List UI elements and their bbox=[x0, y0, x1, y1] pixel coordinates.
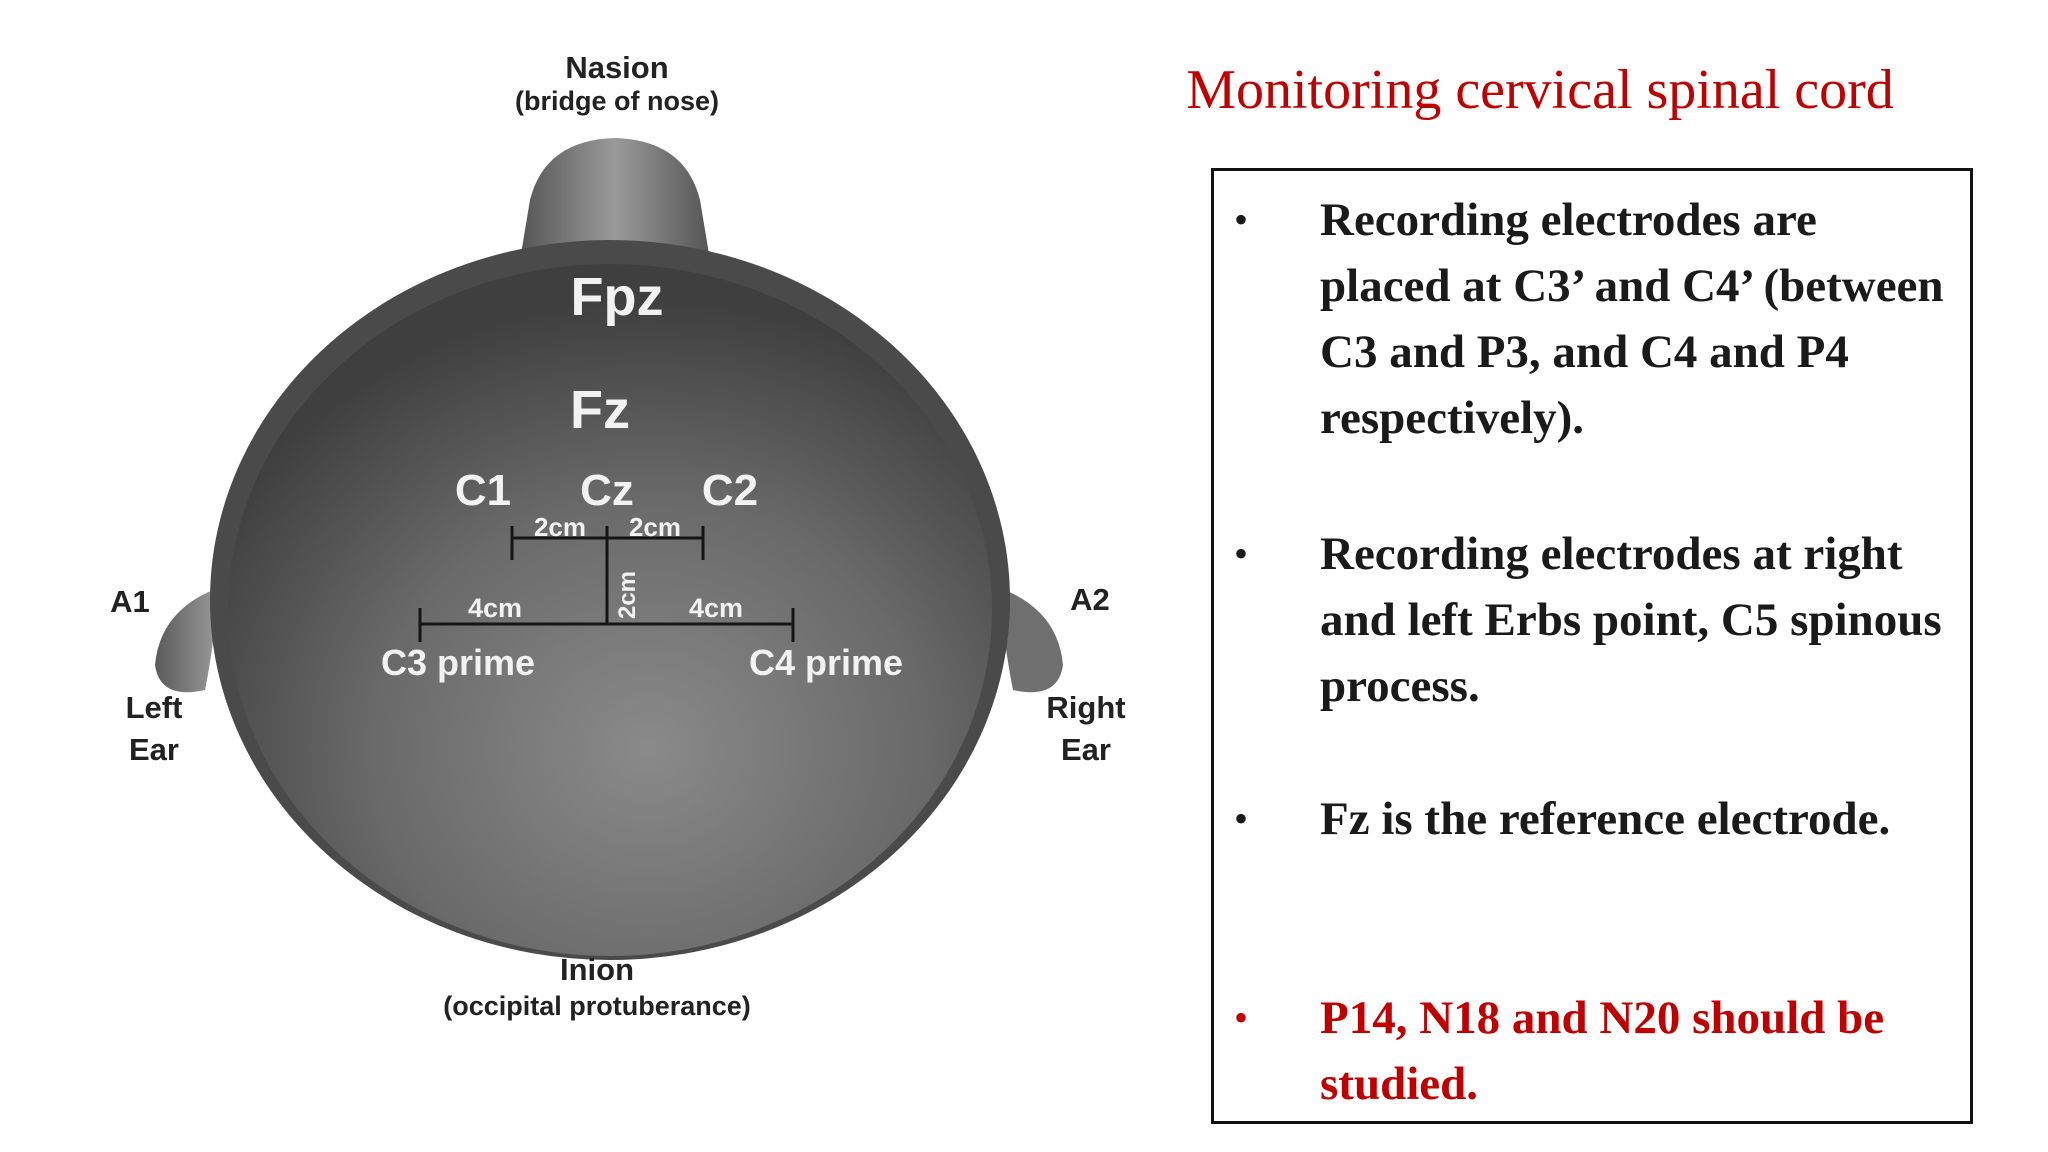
distance-4cm-right: 4cm bbox=[689, 593, 743, 623]
inion-label: Inion bbox=[560, 952, 634, 987]
electrode-c4-prime: C4 prime bbox=[749, 642, 903, 683]
nasion-label: Nasion bbox=[565, 50, 668, 85]
electrode-c1: C1 bbox=[455, 466, 511, 515]
electrode-fz: Fz bbox=[570, 380, 630, 440]
a1-label: A1 bbox=[110, 584, 150, 619]
bullet-item-3: • Fz is the reference electrode. bbox=[1234, 786, 1954, 852]
electrode-cz: Cz bbox=[580, 466, 634, 515]
right-ear-shape bbox=[1000, 588, 1063, 693]
distance-2cm-vertical: 2cm bbox=[614, 571, 641, 619]
nasion-sublabel: (bridge of nose) bbox=[515, 86, 719, 116]
bullet-dot-icon: • bbox=[1234, 995, 1249, 1040]
bullet-text: Recording electrodes are placed at C3’ a… bbox=[1320, 194, 1944, 444]
distance-4cm-left: 4cm bbox=[468, 593, 522, 623]
bullet-dot-icon: • bbox=[1234, 796, 1249, 841]
left-ear-label-line1: Left bbox=[126, 690, 183, 725]
right-ear-label-line2: Ear bbox=[1061, 732, 1111, 767]
bullet-list-box: • Recording electrodes are placed at C3’… bbox=[1211, 168, 1973, 1124]
distance-2cm-left: 2cm bbox=[534, 512, 586, 542]
inion-sublabel: (occipital protuberance) bbox=[443, 991, 751, 1021]
bullet-text: P14, N18 and N20 should be studied. bbox=[1320, 992, 1885, 1110]
electrode-c2: C2 bbox=[702, 466, 758, 515]
electrode-c3-prime: C3 prime bbox=[381, 642, 535, 683]
nose-shape bbox=[520, 138, 710, 260]
head-top-view-illustration: Nasion (bridge of nose) Fpz Fz C1 Cz C2 … bbox=[110, 50, 1125, 1021]
bullet-text: Recording electrodes at right and left E… bbox=[1320, 528, 1942, 712]
bullet-text: Fz is the reference electrode. bbox=[1320, 793, 1891, 845]
bullet-dot-icon: • bbox=[1234, 531, 1249, 576]
left-ear-label-line2: Ear bbox=[129, 732, 179, 767]
measurement-lines bbox=[418, 526, 795, 642]
slide-title: Monitoring cervical spinal cord bbox=[1186, 59, 1894, 121]
electrode-fpz: Fpz bbox=[571, 267, 664, 327]
head-scalp bbox=[228, 264, 992, 956]
distance-2cm-right: 2cm bbox=[629, 512, 681, 542]
left-ear-shape bbox=[155, 588, 218, 693]
right-ear-label-line1: Right bbox=[1046, 690, 1125, 725]
a2-label: A2 bbox=[1070, 582, 1110, 617]
bullet-item-2: • Recording electrodes at right and left… bbox=[1234, 521, 1954, 719]
bullet-item-4: • P14, N18 and N20 should be studied. bbox=[1234, 985, 1954, 1117]
bullet-item-1: • Recording electrodes are placed at C3’… bbox=[1234, 187, 1954, 451]
electrode-placement-diagram: Nasion (bridge of nose) Fpz Fz C1 Cz C2 … bbox=[110, 50, 1125, 1021]
bullet-dot-icon: • bbox=[1234, 197, 1249, 242]
